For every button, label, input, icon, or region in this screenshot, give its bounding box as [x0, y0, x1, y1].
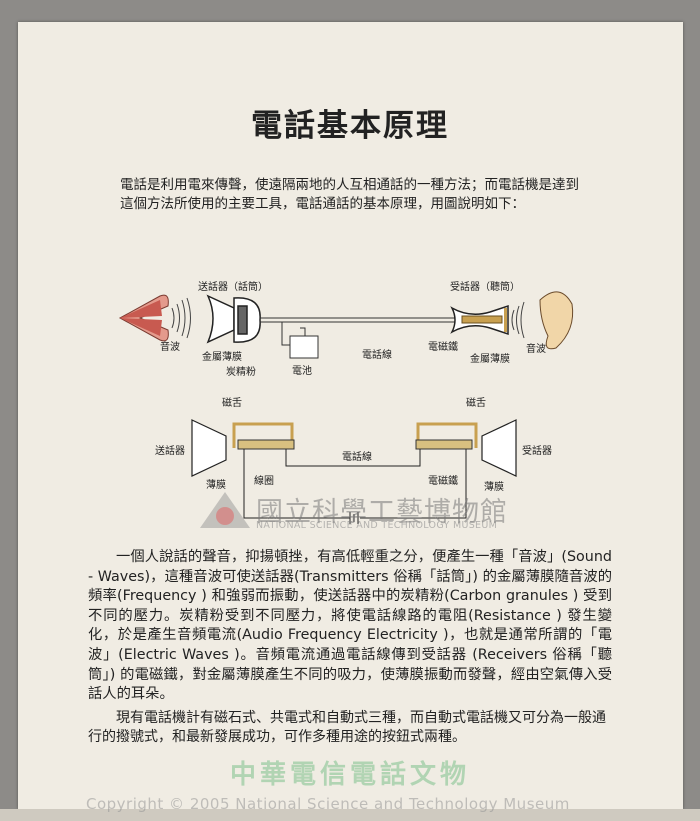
label-phone-line: 電話線 — [342, 450, 372, 463]
label-metal-diaphragm: 金屬薄膜 — [470, 352, 510, 365]
watermark-museum-en: NATIONAL SCIENCE AND TECHNOLOGY MUSEUM — [256, 520, 498, 531]
watermark-museum-cn: 國立科學工藝博物館 — [256, 497, 508, 528]
transmitter-icon — [206, 294, 261, 344]
label-transmitter: 送話器（話筒） — [198, 280, 268, 293]
receiver-icon — [450, 304, 509, 336]
watermark-copyright: Copyright © 2005 National Science and Te… — [86, 795, 570, 813]
receiver-horn-icon — [481, 419, 517, 477]
label-receiver: 受話器（聽筒） — [450, 280, 520, 293]
coil-right-icon — [415, 439, 473, 450]
label-magnet-tongue: 磁舌 — [222, 396, 242, 409]
floor-strip — [0, 809, 700, 821]
label-transmitter: 送話器 — [155, 444, 185, 457]
label-metal-diaphragm: 金屬薄膜 — [202, 350, 242, 363]
label-diaphragm: 薄膜 — [484, 480, 504, 493]
mouth-icon — [118, 294, 169, 342]
label-carbon-granules: 炭精粉 — [226, 365, 256, 378]
explanation-paragraph: 一個人說話的聲音，抑揚頓挫，有高低輕重之分，便產生一種「音波」(Sound - … — [88, 548, 612, 705]
label-electromagnet: 電磁鐵 — [428, 474, 458, 487]
sound-waves-left-icon — [171, 297, 191, 339]
body-text: 一個人說話的聲音，抑揚頓挫，有高低輕重之分，便產生一種「音波」(Sound - … — [88, 549, 612, 703]
watermark-green: 中華電信電話文物 — [230, 760, 471, 790]
types-paragraph: 現有電話機計有磁石式、共電式和自動式三種，而自動式電話機又可分為一般通行的撥號式… — [88, 709, 612, 748]
ear-icon — [539, 291, 574, 350]
panel-title: 電話基本原理 — [251, 108, 449, 144]
text-column: 一個人說話的聲音，抑揚頓挫，有高低輕重之分，便產生一種「音波」(Sound - … — [88, 548, 612, 748]
label-coil: 線圈 — [254, 474, 274, 487]
label-receiver: 受話器 — [522, 444, 552, 457]
intro-text: 電話是利用電來傳聲，使遠隔兩地的人互相通話的一種方法；而電話機是達到這個方法所使… — [120, 177, 579, 212]
museum-logo-icon — [200, 492, 250, 528]
sound-waves-right-icon — [511, 301, 525, 339]
label-electromagnet: 電磁鐵 — [428, 340, 458, 353]
label-diaphragm: 薄膜 — [206, 478, 226, 491]
label-sound-wave: 音波 — [160, 340, 180, 353]
exhibit-panel — [18, 22, 683, 809]
label-battery: 電池 — [292, 364, 312, 377]
label-sound-wave: 音波 — [526, 342, 546, 355]
transmitter-horn-icon — [191, 419, 227, 477]
label-magnet-tongue: 磁舌 — [466, 396, 486, 409]
last-text: 現有電話機計有磁石式、共電式和自動式三種，而自動式電話機又可分為一般通行的撥號式… — [88, 709, 606, 746]
label-phone-line: 電話線 — [362, 348, 392, 361]
coil-left-icon — [237, 439, 295, 450]
battery-icon — [289, 335, 319, 359]
